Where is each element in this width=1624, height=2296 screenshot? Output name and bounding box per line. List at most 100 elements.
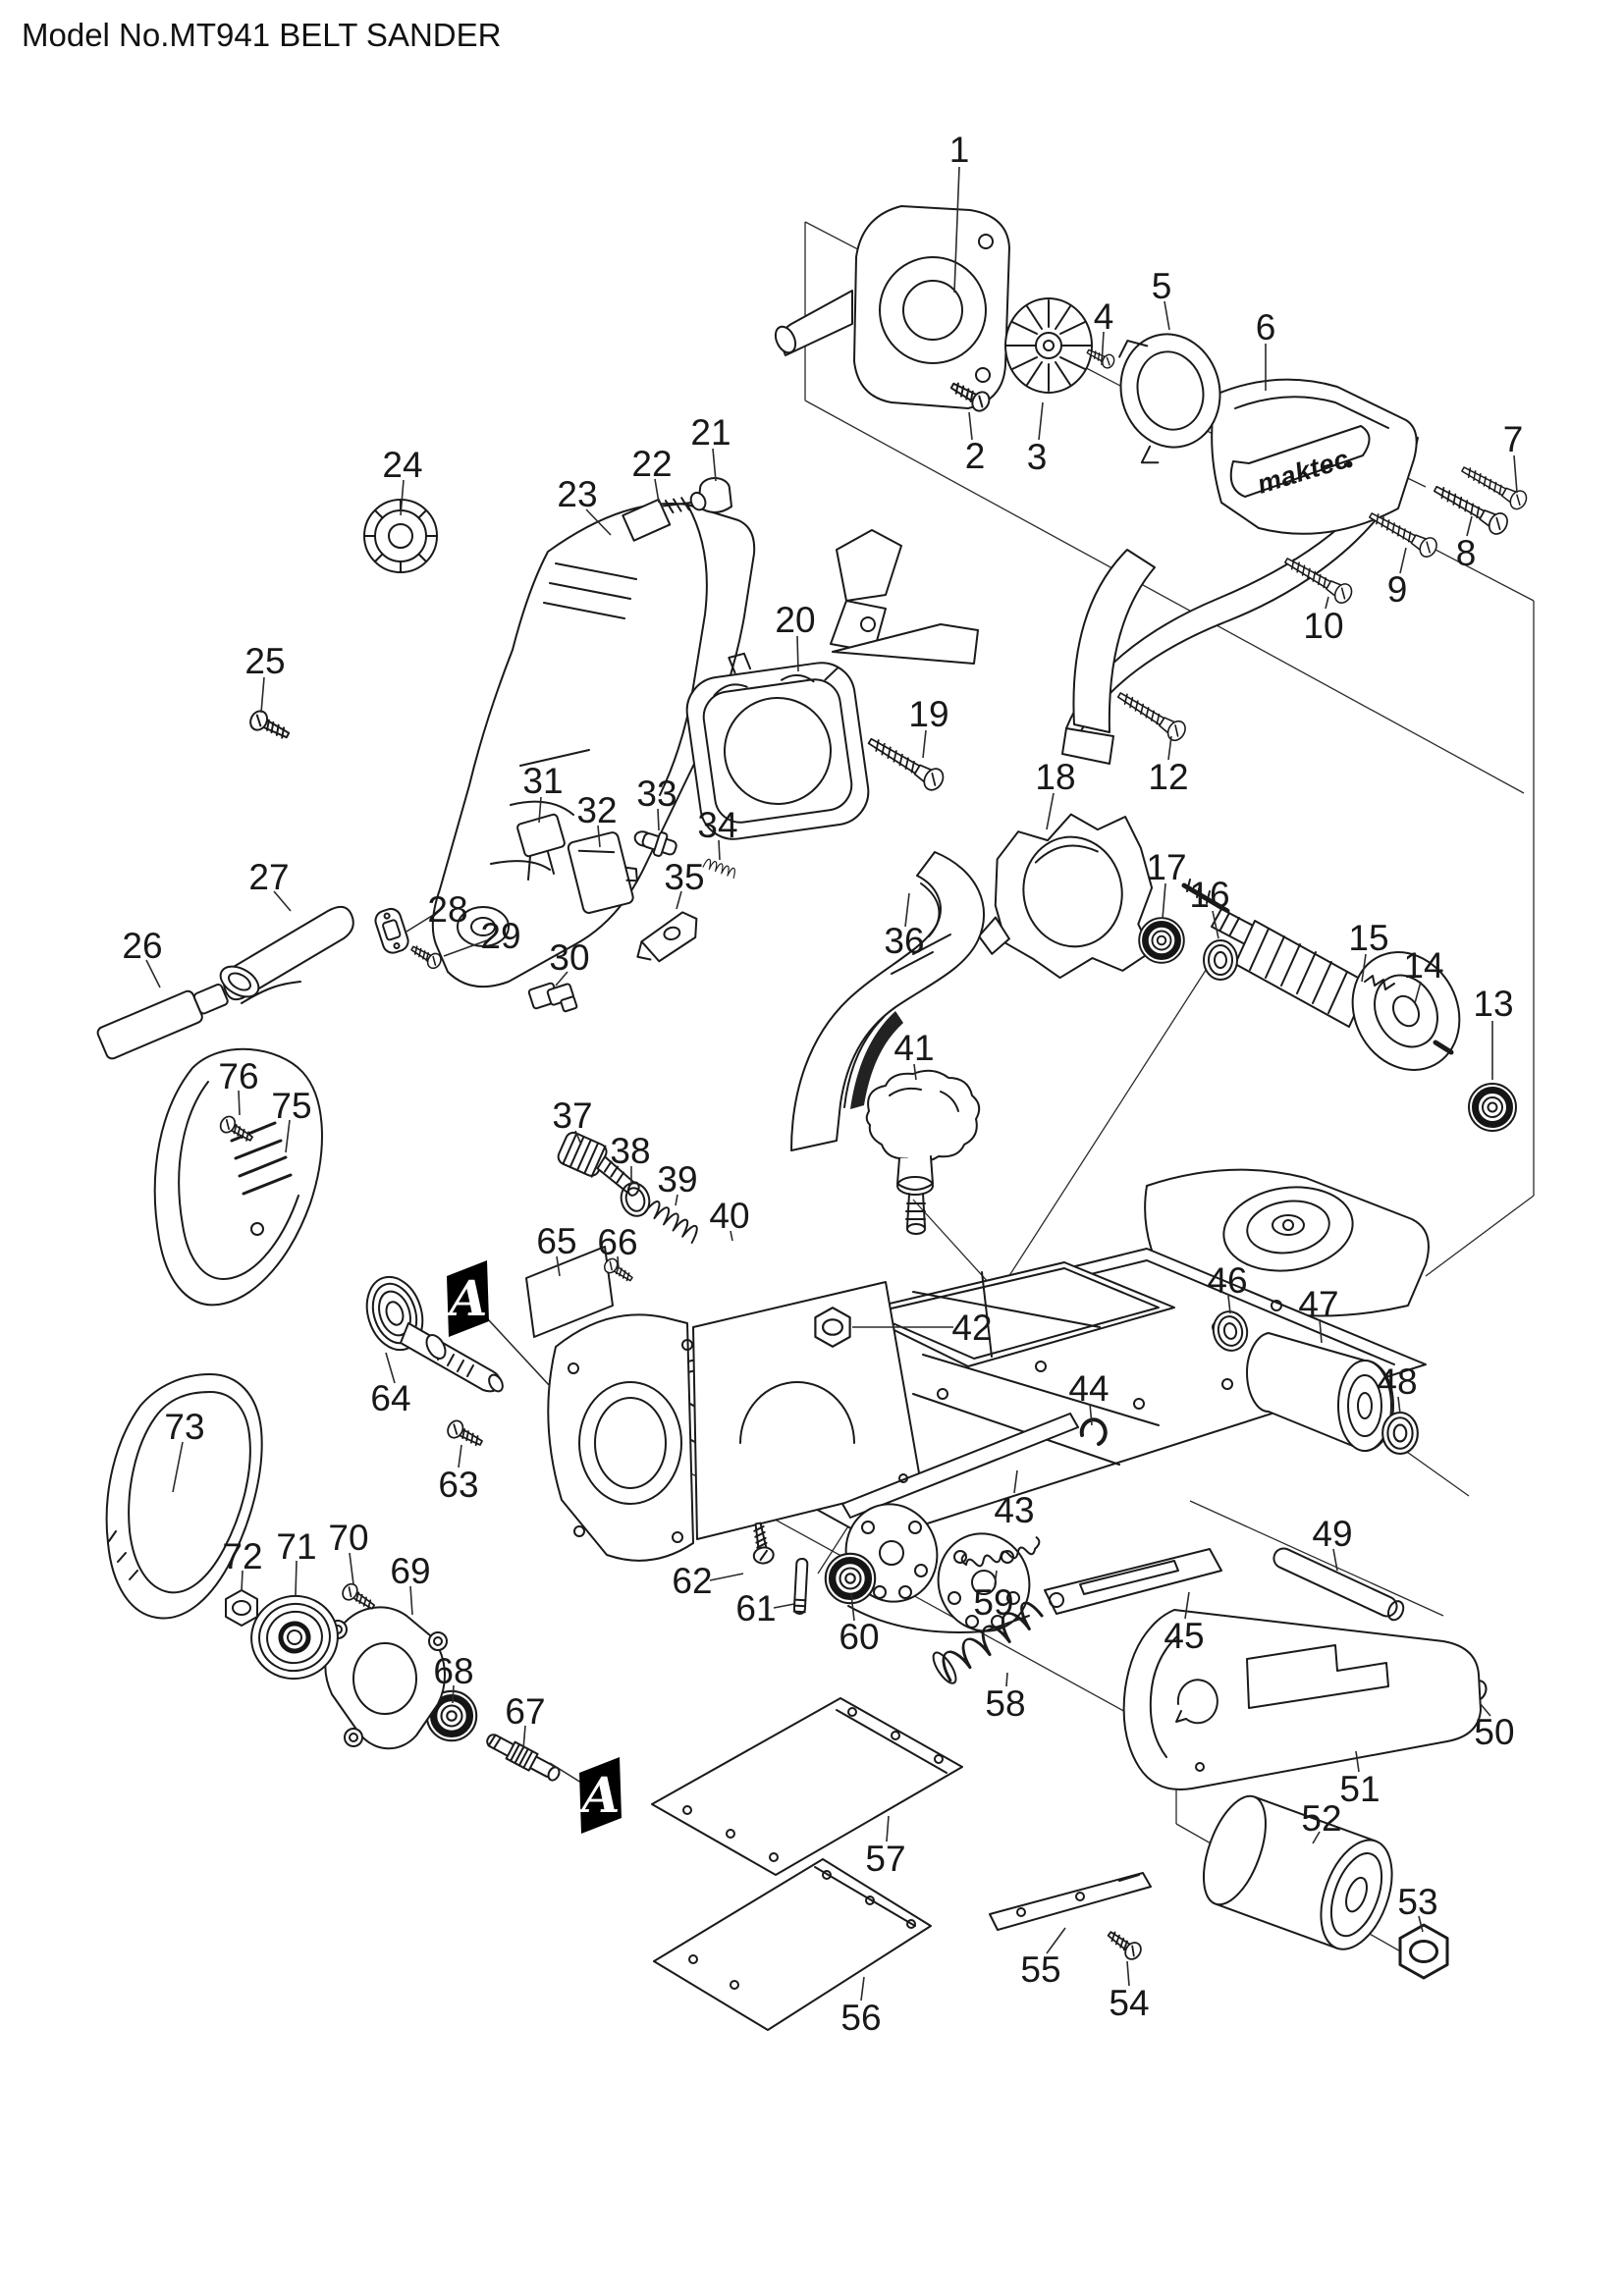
part-drawing-1 [774,205,1010,665]
part-leader-53 [1418,1915,1424,1933]
part-leader-67 [522,1725,526,1750]
part-leader-5 [1164,300,1170,331]
part-leader-75 [285,1119,291,1153]
part-drawing-52 [1202,1794,1393,1950]
part-label-49: 49 [1312,1514,1352,1554]
part-leader-49 [1332,1548,1338,1572]
part-label-28: 28 [427,889,467,930]
part-drawing-36 [790,851,986,1151]
part-drawing-48 [1381,1411,1419,1456]
part-label-27: 27 [248,857,289,897]
part-label-57: 57 [865,1839,905,1879]
part-drawing-26 [96,961,301,1060]
part-drawing-67 [486,1734,561,1782]
part-leader-18 [1046,792,1055,830]
part-leader-12 [1167,735,1172,761]
part-label-17: 17 [1146,847,1186,887]
part-drawing-35 [636,911,698,963]
part-label-23: 23 [557,474,597,514]
part-drawing-18 [977,813,1154,980]
part-drawing-55 [989,1872,1152,1931]
part-drawing-41 [865,1069,981,1235]
part-leader-71 [295,1560,298,1596]
part-drawing-53 [1398,1923,1449,1980]
part-label-65: 65 [536,1221,576,1261]
part-label-47: 47 [1298,1284,1338,1324]
part-label-40: 40 [709,1196,749,1236]
part-drawing-63 [444,1416,487,1452]
part-leader-57 [886,1815,890,1842]
part-label-44: 44 [1068,1368,1109,1409]
part-label-72: 72 [222,1536,262,1576]
part-label-42: 42 [951,1308,992,1348]
part-label-37: 37 [552,1095,592,1136]
part-drawing-16 [1203,939,1238,981]
part-label-25: 25 [244,641,285,681]
part-label-3: 3 [1027,437,1048,477]
part-drawing-33 [633,830,677,857]
part-label-32: 32 [576,790,617,830]
part-drawing-75 [153,1047,323,1307]
part-leader-41 [913,1063,917,1081]
part-label-5: 5 [1152,266,1172,306]
part-leader-19 [922,729,927,759]
part-label-22: 22 [631,444,672,484]
part-label-12: 12 [1148,757,1188,797]
part-leader-37 [574,1130,582,1146]
part-leader-33 [657,808,660,831]
part-leader-9 [1399,547,1407,574]
part-leader-22 [654,478,660,504]
part-leader-63 [458,1444,462,1468]
part-label-8: 8 [1456,533,1477,573]
part-label-35: 35 [664,857,704,897]
part-drawing-38 [620,1182,651,1217]
part-label-30: 30 [549,937,589,978]
part-leader-24 [400,479,405,516]
part-leader-10 [1325,596,1329,610]
part-drawing-69 [324,1606,448,1750]
part-label-63: 63 [438,1465,478,1505]
page-title: Model No.MT941 BELT SANDER [22,17,501,53]
part-leader-26 [145,959,161,988]
part-label-36: 36 [884,921,924,961]
part-leader-29 [443,939,488,957]
part-label-55: 55 [1020,1949,1060,1990]
part-leader-40 [730,1230,733,1242]
part-leader-7 [1513,454,1518,494]
part-drawing-25 [245,707,294,745]
part-label-54: 54 [1109,1983,1149,2023]
part-label-64: 64 [370,1378,410,1418]
part-leader-30 [555,971,568,987]
part-label-66: 66 [597,1222,637,1262]
part-drawing-49 [1272,1547,1405,1622]
part-leader-36 [904,892,910,928]
part-label-50: 50 [1474,1712,1514,1752]
part-leader-45 [1184,1591,1190,1620]
part-leader-56 [860,1976,865,2002]
part-drawing-23 [431,503,756,988]
part-label-39: 39 [657,1159,697,1200]
part-drawing-17 [1139,918,1184,963]
part-label-16: 16 [1189,875,1229,915]
part-label-59: 59 [973,1582,1013,1623]
part-label-76: 76 [218,1056,258,1096]
connector-marker-box [579,1757,622,1834]
part-leader-51 [1355,1750,1360,1773]
part-label-69: 69 [390,1551,430,1591]
part-label-60: 60 [839,1617,879,1657]
connector-marker-box [447,1260,489,1337]
part-leader-25 [260,676,265,714]
part-leader-61 [773,1603,795,1609]
part-label-29: 29 [480,916,520,956]
part-leader-70 [349,1552,354,1585]
part-label-18: 18 [1035,757,1075,797]
part-drawing-44 [1079,1417,1108,1446]
part-label-48: 48 [1377,1362,1417,1402]
part-label-73: 73 [164,1407,204,1447]
part-leader-16 [1212,910,1219,939]
part-drawing-51 [1122,1609,1482,1790]
part-leader-72 [241,1570,244,1592]
part-label-10: 10 [1303,606,1343,646]
part-drawing-57 [651,1697,963,1876]
part-drawing-72 [225,1589,258,1627]
